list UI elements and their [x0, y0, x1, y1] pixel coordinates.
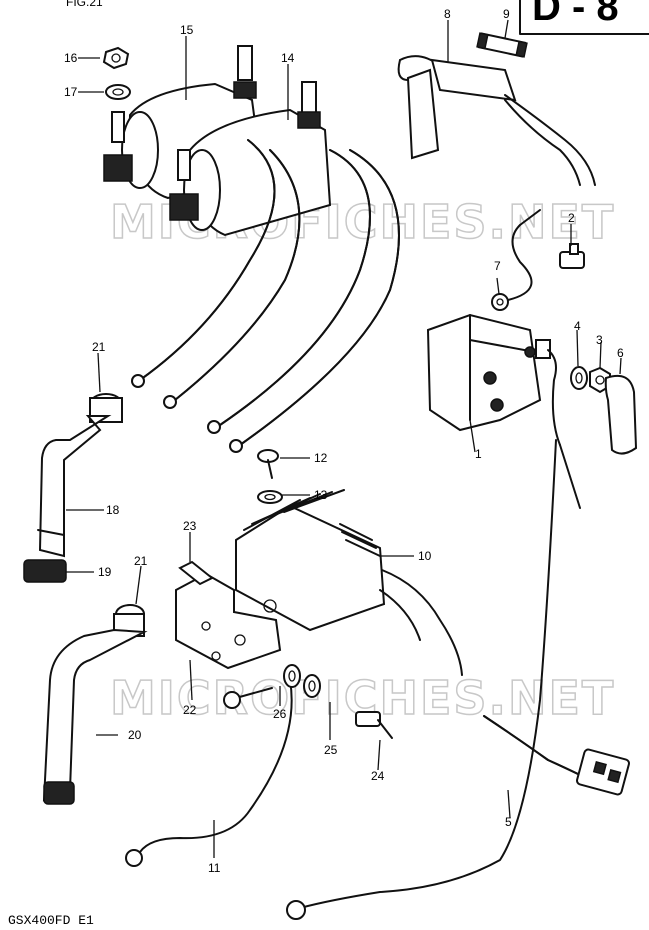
callout-11: 11: [208, 861, 221, 875]
stay-23: [178, 560, 214, 586]
callout-4: 4: [574, 319, 581, 333]
callout-2: 2: [568, 211, 575, 225]
callout-10: 10: [418, 549, 432, 563]
figure-partial-label: FIG.21: [66, 0, 103, 9]
callout-9: 9: [503, 7, 510, 21]
relay-wire-7: [491, 209, 541, 311]
callout-14: 14: [281, 51, 295, 65]
ground-wire-11: [125, 679, 293, 867]
callout-21-bottom: 21: [134, 554, 148, 568]
washer-4: [570, 366, 588, 390]
callout-21-top: 21: [92, 340, 106, 354]
callout-8: 8: [444, 7, 451, 21]
callout-5: 5: [505, 815, 512, 829]
figure-id-box: D - 8: [519, 0, 649, 35]
washer-17: [105, 84, 131, 100]
terminal-cap-6: [604, 374, 638, 455]
fuse-holder-8: [397, 55, 596, 186]
starter-cable-5: [286, 439, 630, 920]
fuse-9: [476, 32, 528, 58]
callout-25: 25: [324, 743, 338, 757]
plug-cap-20: [42, 604, 148, 805]
washer-25: [303, 674, 321, 698]
washer-13: [257, 490, 283, 504]
callout-24: 24: [371, 769, 385, 783]
plug-cap-18: [23, 393, 123, 583]
regulator-rectifier-10: [235, 489, 463, 676]
callout-16: 16: [64, 51, 78, 65]
callout-22: 22: [183, 703, 197, 717]
callout-20: 20: [128, 728, 142, 742]
callout-1: 1: [475, 447, 482, 461]
ignition-coil-assembly: [103, 45, 400, 453]
screw-12: [257, 449, 279, 479]
model-code: GSX400FD E1: [8, 913, 94, 928]
callout-13: 13: [314, 488, 328, 502]
callout-26: 26: [273, 707, 287, 721]
figure-id-text: D - 8: [532, 0, 619, 29]
bolt-2: [559, 243, 585, 269]
callout-19: 19: [98, 565, 112, 579]
callout-6: 6: [617, 346, 624, 360]
callout-23: 23: [183, 519, 197, 533]
callout-12: 12: [314, 451, 328, 465]
callout-17: 17: [64, 85, 78, 99]
callout-3: 3: [596, 333, 603, 347]
bracket-22: [175, 572, 282, 670]
callout-labels: 1 2 3 4 5 6 7 8 9 10 11 12 13 14 15 16 1…: [64, 7, 624, 875]
starter-relay-1: [426, 313, 561, 446]
callout-18: 18: [106, 503, 120, 517]
washer-26: [283, 664, 301, 688]
leader-lines: [66, 19, 622, 858]
bolt-24: [355, 711, 393, 739]
nut-16: [102, 46, 130, 70]
callout-15: 15: [180, 23, 194, 37]
callout-7: 7: [494, 259, 501, 273]
